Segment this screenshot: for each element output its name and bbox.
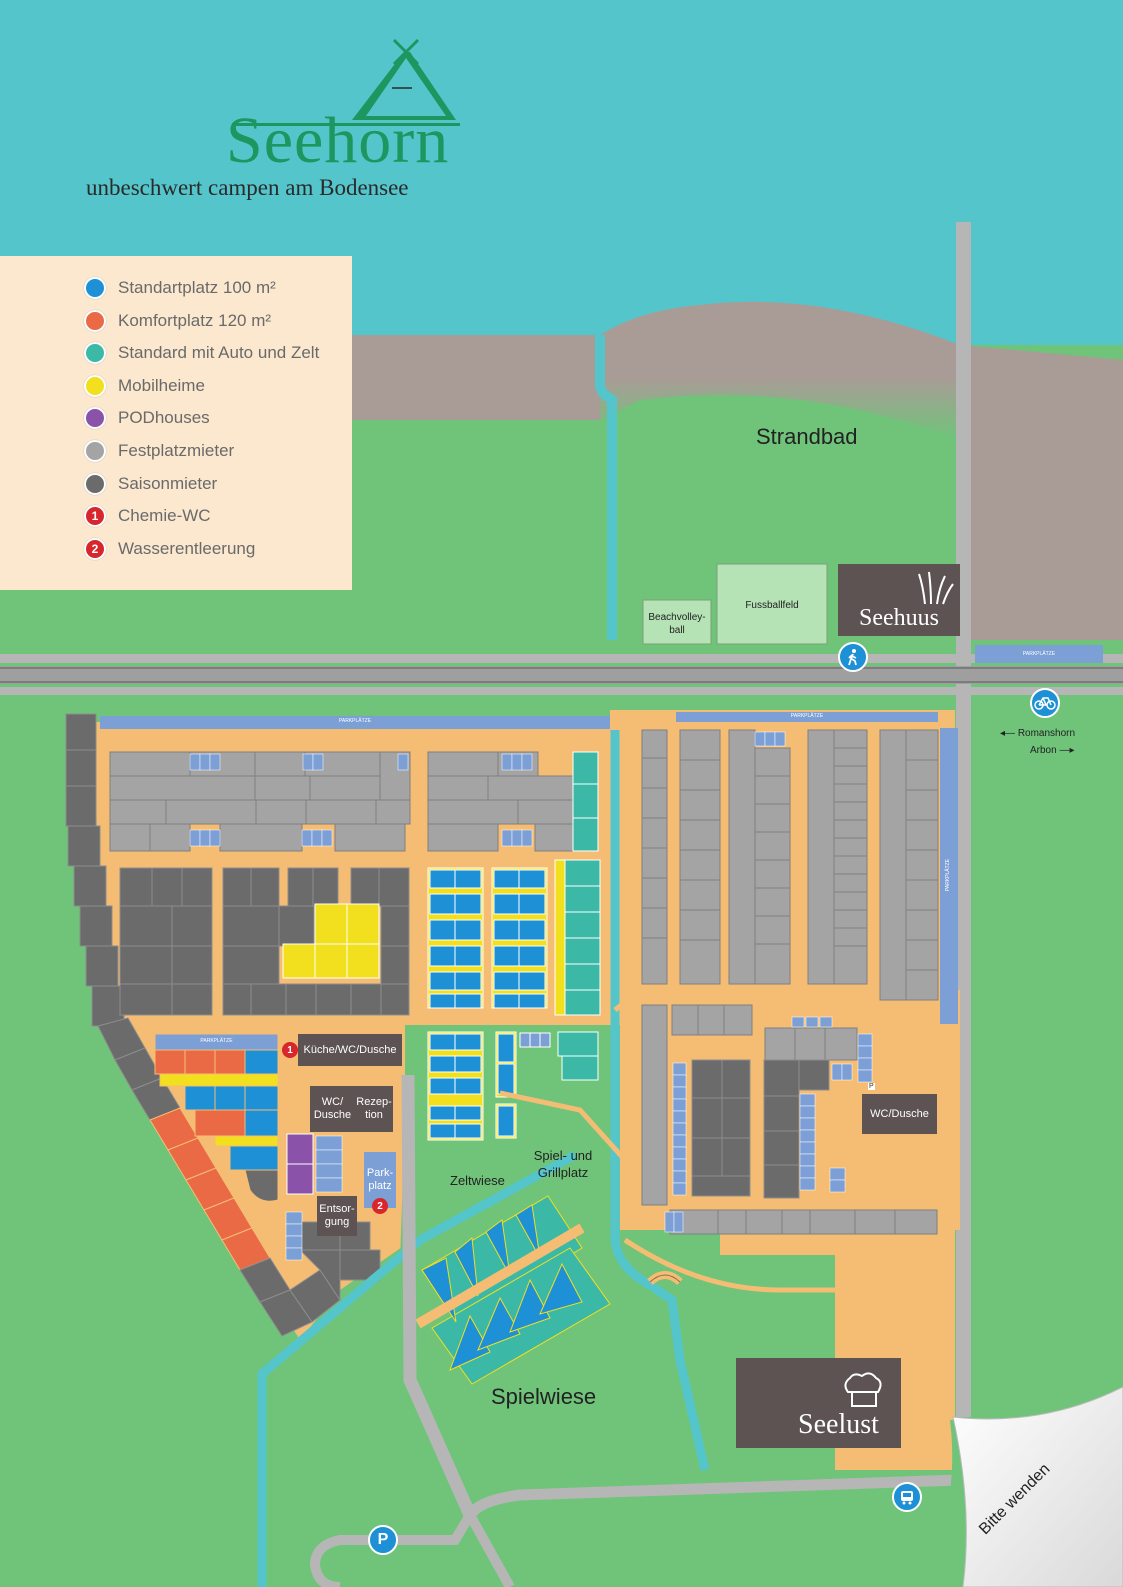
area-spielwiese: Spielwiese [491,1384,597,1409]
legend: Standartplatz 100 m² Komfortplatz 120 m² S… [0,256,352,590]
legend-swatch [84,342,106,365]
teal-column-top [572,751,599,852]
legend-item: Mobilheime [84,372,205,400]
wc-dusche-building [310,1086,355,1132]
rezeption-building [355,1086,393,1132]
wc-dusche-right-label: WC/Dusche [870,1107,929,1120]
legend-item: Standartplatz 100 m² [84,274,276,302]
parking-icon: P [368,1525,398,1555]
standard-plots-lower [427,1031,599,1141]
legend-item: 1 Chemie-WC [84,502,211,530]
saison-right [691,1059,830,1199]
legend-swatch [84,309,106,332]
parking-strip-label-top: PARKPLÄTZE [338,718,372,724]
legend-label: Saisonmieter [118,473,218,493]
teal-column-middle [554,859,601,1016]
stream-main [610,730,710,1471]
legend-item: Festplatzmieter [84,437,234,465]
legend-label: Standartplatz 100 m² [118,278,276,297]
legend-swatch [84,277,106,299]
legend-label: Festplatzmieter [118,441,235,460]
podhouses [286,1133,314,1195]
festplatz-block-1 [109,751,574,852]
saison-left-wall [65,713,181,1121]
legend-item: Saisonmieter [84,470,217,498]
festplatz-right [641,729,939,1235]
area-spiel-grill: Spiel- und Grillplatz [533,1148,593,1180]
legend-swatch: 1 [84,505,106,528]
legend-swatch: 2 [84,537,106,560]
seelust-label: Seelust [798,1408,879,1440]
seelust-building [736,1358,901,1448]
parking-strip-label-left: PARKPLÄTZE [200,1038,233,1044]
wc-dusche-left-label: WC/ Dusche [313,1096,352,1121]
small-parking-left [285,1135,343,1261]
badge-wasserentleerung: 2 [372,1198,388,1214]
standard-plots-middle [427,867,548,1009]
beachvolley-label: Beachvolley-ball [648,612,706,636]
small-parking-right [664,731,873,1233]
bus-icon [892,1482,922,1512]
fussball-field [716,563,828,645]
entsorgung-label: Entsor- gung [319,1203,355,1228]
bicycle-icon [1030,688,1060,718]
seehuus-building [838,564,960,636]
tent-logo [232,38,460,126]
legend-label: Chemie-WC [118,506,211,526]
komfort-diagonal [149,1107,271,1271]
legend-label: Mobilheime [118,375,205,395]
small-parking-1 [189,753,533,847]
chef-hat-icon [844,1372,882,1407]
railway [0,666,1123,684]
walk-paths [499,988,883,1346]
seehuus-label: Seehuus [859,605,939,632]
fussball-label: Fussballfeld [745,600,799,611]
area-zeltwiese: Zeltwiese [450,1173,505,1188]
legend-swatch [84,440,106,462]
tent-plots [415,1195,611,1385]
page-curl [952,1387,1123,1587]
entsorgung-building [317,1196,357,1236]
legend-item: Komfortplatz 120 m² [84,307,271,335]
direction-arbon: Arbon —▸ [1030,745,1075,756]
reed-icon [918,571,954,605]
legend-item: Standard mit Auto und Zelt [84,339,319,367]
parkplatz-label: Park- platz [366,1167,394,1192]
badge-chemie-wc: 1 [282,1042,298,1058]
beach-right [960,345,1123,640]
beachvolley-field [642,599,712,645]
komfort-block [154,1033,279,1202]
parking-strip-label-top-right: PARKPLÄTZE [790,713,824,719]
mobilheime [282,903,380,979]
parking-strip-label-right: PARKPLÄTZE [1022,651,1056,657]
area-strandbad: Strandbad [756,424,858,449]
main-road [956,222,971,1417]
legend-label: Komfortplatz 120 m² [118,310,272,330]
kueche-label: Küche/WC/Dusche [303,1043,397,1056]
saison-block-1 [119,867,410,1016]
rezeption-label: Rezep- tion [356,1096,392,1121]
pedestrian-icon [838,642,868,672]
stream-left [257,1151,578,1587]
parking-strip-label-vertical: PARKPLÄTZE [945,858,951,892]
direction-romanshorn: ◂— Romanshorn [1000,728,1076,739]
brand-name: Seehorn [226,104,450,177]
legend-label: PODhouses [118,408,210,428]
legend-item: 2 Wasserentleerung [84,535,255,563]
kueche-building [298,1034,402,1066]
legend-label: Wasserentleerung [118,538,256,558]
legend-swatch [84,407,106,430]
stream-top [595,335,617,640]
legend-label: Standard mit Auto und Zelt [118,343,320,363]
legend-swatch [84,374,106,397]
wc-dusche-right-building [862,1094,937,1134]
roads-lower [309,1074,961,1587]
brand-tagline: unbeschwert campen am Bodensee [86,175,409,200]
legend-item: PODhouses [84,404,210,432]
small-p-marker: P [868,1083,875,1090]
legend-swatch [84,472,106,495]
parking-strip-top [100,716,610,729]
